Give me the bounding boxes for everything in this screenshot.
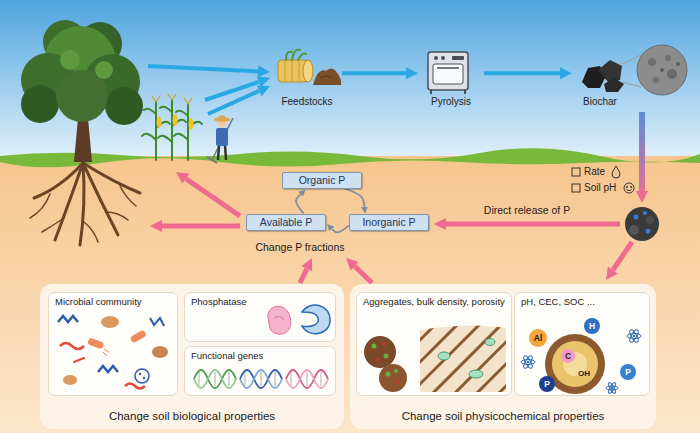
property-panel: Change soil physicochemical properties Ag…	[350, 284, 656, 429]
dna-helices	[194, 370, 328, 388]
p-fraction-box: Available P	[246, 214, 326, 231]
soil-particle	[521, 318, 641, 394]
ion-label: OH	[578, 370, 590, 378]
flow-arrow	[484, 71, 560, 75]
phosphatase-enzymes	[268, 305, 330, 334]
factor-label: Soil pH	[584, 183, 616, 193]
node-text: Functional genes	[191, 350, 263, 361]
soil-biochar-particle	[625, 207, 659, 241]
node-text: pH, CEC, SOC ...	[521, 296, 595, 307]
factor-panel: Aggregates, bulk density, porosity	[356, 292, 512, 396]
biochar-icon	[582, 45, 687, 95]
feedstock-arrows	[148, 66, 259, 114]
soil-aggregates	[364, 318, 512, 394]
ion-label: C	[565, 352, 571, 361]
arrow-label: Direct release of P	[484, 205, 570, 216]
ion-label: H	[589, 322, 595, 331]
factor-panel: Functional genes	[184, 346, 336, 396]
tree	[21, 20, 143, 245]
p-fraction-box: Organic P	[282, 172, 362, 189]
node-text: Biochar	[583, 96, 617, 108]
flow-arrow	[342, 71, 406, 75]
node-text: Microbial community	[55, 296, 142, 307]
rate-ph-icons	[572, 166, 634, 193]
ion-label: Al	[534, 334, 543, 343]
feedstock-icon	[278, 50, 341, 85]
microbes	[58, 316, 168, 389]
flow-arrow	[296, 194, 304, 213]
node-text: Aggregates, bulk density, porosity	[363, 296, 505, 307]
factor-panel: Microbial community	[48, 292, 178, 396]
biochar-node: Biochar	[572, 48, 628, 108]
feedstock-node: Feedstocks	[272, 50, 342, 108]
node-text: Change soil physicochemical properties	[402, 410, 605, 424]
factor-panel: Phosphatase	[184, 292, 336, 342]
node-text: Phosphatase	[191, 296, 246, 307]
node-text: Organic P	[299, 174, 346, 187]
group-label: Change P fractions	[255, 242, 344, 253]
ion-label: P	[544, 380, 550, 389]
effect-arrows	[162, 112, 642, 283]
node-text: Change soil biological properties	[109, 410, 275, 424]
ion-label: P	[625, 368, 631, 377]
property-panel: Change soil biological properties Microbi…	[40, 284, 344, 429]
node-text: Available P	[260, 216, 312, 229]
factor-label: Rate	[584, 167, 605, 177]
node-text: Feedstocks	[281, 96, 332, 108]
node-text: Inorganic P	[362, 216, 415, 229]
corn-plants	[142, 94, 202, 160]
factor-panel: pH, CEC, SOC ...	[514, 292, 650, 396]
flow-arrow	[344, 189, 364, 207]
farmer	[207, 116, 233, 164]
flow-arrow	[332, 225, 349, 232]
node-text: Pyrolysis	[431, 96, 471, 108]
pyrolysis-node: Pyrolysis	[418, 48, 484, 108]
p-fraction-box: Inorganic P	[349, 214, 429, 231]
pyrolysis-oven-icon	[428, 52, 468, 94]
